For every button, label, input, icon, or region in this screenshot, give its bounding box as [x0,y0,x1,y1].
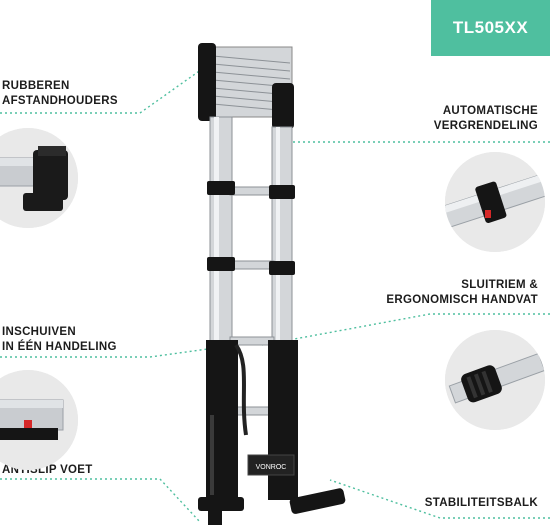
ladder-image: VONROC [180,35,350,530]
label-stability-bar: STABILITEITSBALK [424,497,538,509]
top-rung-stack [198,43,294,129]
model-name: TL505XX [452,18,529,37]
inset-anti-slip [0,370,78,470]
inset-rubber-spacer [0,128,78,228]
label-retract: INSCHUIVEN IN ÉÉN HANDELING [2,326,117,353]
model-badge: TL505XX [431,0,550,56]
brand-plate: VONROC [256,464,287,471]
label-strap-handle: SLUITRIEM & ERGONOMISCH HANDVAT [386,279,538,306]
label-auto-lock: AUTOMATISCHE VERGRENDELING [433,105,538,132]
label-rubber-spacers: RUBBEREN AFSTANDHOUDERS [2,80,118,107]
leader-line-antislip [0,478,201,523]
inset-auto-lock [445,152,545,252]
inset-strap-handle [445,330,545,430]
